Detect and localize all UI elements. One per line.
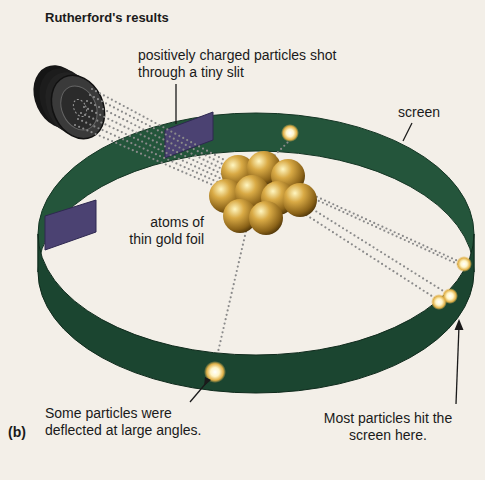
screen-flash (431, 294, 447, 310)
gold-atom (283, 183, 317, 217)
deflection-note: Some particles were deflected at large a… (45, 405, 230, 439)
screen-band-back (38, 113, 474, 272)
leader-line (456, 326, 459, 404)
particle-path (84, 107, 255, 190)
slit-plate (165, 112, 213, 158)
source-label: positively charged particles shot throug… (138, 47, 338, 81)
particle-path (218, 214, 250, 352)
source-face (41, 67, 114, 148)
panel-letter: (b) (8, 424, 26, 441)
straight-note: Most particles hit the screen here. (317, 410, 459, 444)
particle-source (23, 57, 114, 148)
arrowhead (204, 377, 211, 386)
gold-atom (249, 201, 283, 235)
arrowhead (455, 319, 464, 330)
screen-flash (456, 256, 472, 272)
particle-path (280, 180, 460, 262)
leader-line (403, 123, 412, 141)
screen-label: screen (398, 104, 440, 121)
gold-foil-atoms (209, 151, 317, 235)
leader-lines (176, 84, 459, 404)
screen-band-front (38, 234, 474, 393)
leader-line (175, 84, 176, 124)
slit-plate (45, 200, 96, 250)
foil-label: atoms of thin gold foil (124, 214, 204, 248)
screen-flash (281, 124, 299, 142)
figure-title: Rutherford's results (45, 9, 169, 26)
